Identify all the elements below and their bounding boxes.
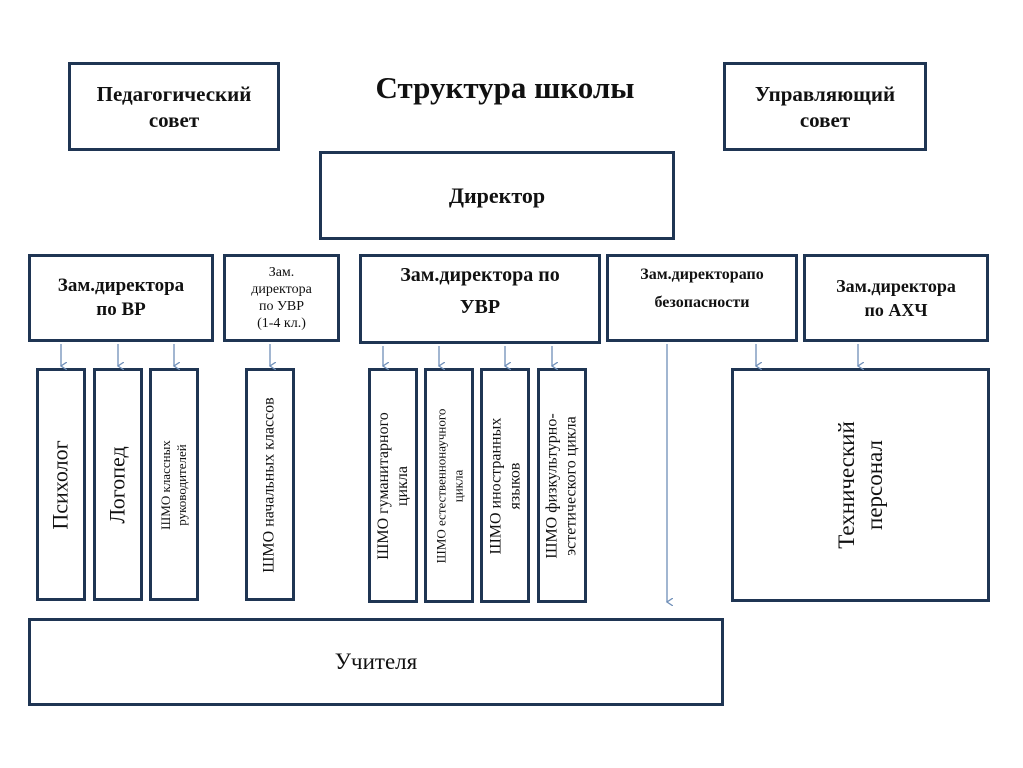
pedagogical-council-line1: Педагогический: [96, 81, 252, 106]
deputy-uvr-primary-line4: (1-4 кл.): [257, 316, 306, 331]
shmo-humanities-box: ШМО гуманитарного цикла: [368, 368, 418, 603]
speech-therapist-box: Логопед: [93, 368, 143, 601]
deputy-safety-line2: безопасности: [654, 294, 750, 311]
shmo-class-teachers-box: ШМО классных руководителей: [149, 368, 199, 601]
pedagogical-council-box: Педагогический совет: [68, 62, 280, 151]
deputy-uvr-primary-box: Зам. директора по УВР (1-4 кл.): [223, 254, 340, 342]
deputy-safety-line1: Зам.директорапо: [640, 266, 764, 283]
deputy-uvr-box: Зам.директора по УВР: [359, 254, 601, 344]
shmo-pe-box: ШМО физкультурно- эстетического цикла: [537, 368, 587, 603]
director-box: Директор: [319, 151, 675, 240]
shmo-languages-box: ШМО иностранных языков: [480, 368, 530, 603]
teachers-label: Учителя: [334, 649, 418, 674]
diagram-title: Структура школы: [375, 70, 635, 105]
governing-council-line1: Управляющий: [754, 81, 896, 106]
shmo-science-box: ШМО естественнонаучного цикла: [424, 368, 474, 603]
teachers-box: Учителя: [28, 618, 724, 706]
deputy-uvr-primary-line2: директора: [251, 282, 312, 297]
deputy-uvr-line2: УВР: [459, 296, 501, 318]
technical-staff-box: Технический персонал: [731, 368, 990, 602]
deputy-ahch-line1: Зам.директора: [836, 276, 956, 296]
psychologist-box: Психолог: [36, 368, 86, 601]
deputy-vr-box: Зам.директора по ВР: [28, 254, 214, 342]
deputy-ahch-box: Зам.директора по АХЧ: [803, 254, 989, 342]
governing-council-line2: совет: [799, 107, 851, 132]
deputy-vr-line2: по ВР: [96, 299, 146, 320]
pedagogical-council-line2: совет: [148, 107, 200, 132]
deputy-uvr-line1: Зам.директора по: [400, 264, 560, 286]
deputy-uvr-primary-line3: по УВР: [258, 299, 305, 314]
deputy-uvr-primary-line1: Зам.: [268, 265, 295, 280]
deputy-ahch-line2: по АХЧ: [864, 300, 928, 320]
deputy-vr-line1: Зам.директора: [57, 275, 185, 296]
deputy-safety-box: Зам.директорапо безопасности: [606, 254, 798, 342]
director-label: Директор: [448, 182, 546, 208]
governing-council-box: Управляющий совет: [723, 62, 927, 151]
